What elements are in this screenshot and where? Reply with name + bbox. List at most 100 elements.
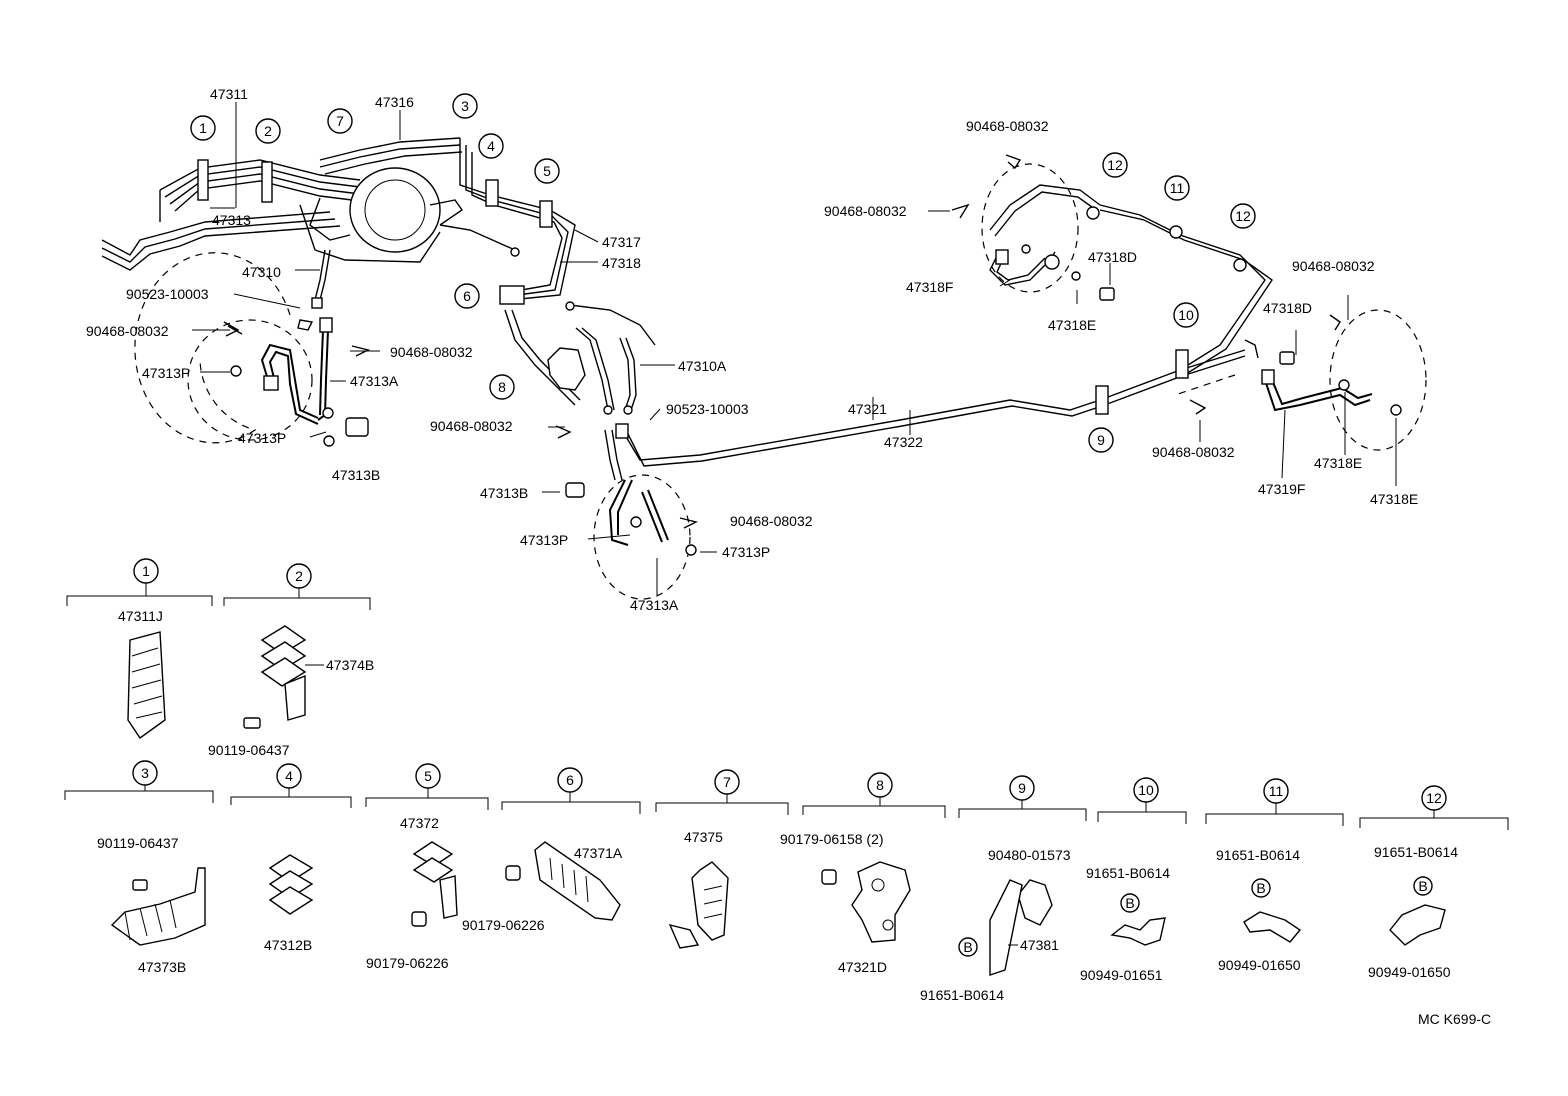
detail-2: 2 47374B 90119-06437 (208, 563, 374, 758)
detail-8: 8 90179-06158 (2) 47321D (780, 772, 946, 975)
detail-5-part-90179-06226: 90179-06226 (366, 955, 449, 971)
center-brake-lines (604, 204, 1273, 481)
callout-12-b: 12 (1230, 203, 1256, 229)
part-label-47318: 47318 (602, 255, 641, 271)
part-label-47313B-a: 47313B (332, 467, 380, 483)
svg-text:2: 2 (295, 568, 303, 584)
detail-11: 11 91651-B0614 B 90949-01650 (1205, 778, 1344, 973)
detail-5: 5 47372 90179-06226 (365, 763, 489, 971)
detail-4: 4 47312B (230, 763, 352, 953)
part-label-47316: 47316 (375, 94, 414, 110)
detail-8-part-47321D: 47321D (838, 959, 887, 975)
detail-11-part-91651-B0614: 91651-B0614 (1216, 847, 1300, 863)
svg-text:11: 11 (1269, 783, 1284, 799)
part-label-90468-front-mid: 90468-08032 (390, 344, 473, 360)
rear-lower-hose-assembly (1174, 309, 1427, 451)
detail-views: 1 47311J 2 47374B 90119-06437 3 90119-06… (64, 558, 1509, 1003)
detail-5-part-47372: 47372 (400, 815, 439, 831)
svg-text:9: 9 (1018, 780, 1026, 796)
part-label-47322: 47322 (884, 434, 923, 450)
part-label-90468-rear-left: 90468-08032 (824, 203, 907, 219)
part-labels: 47311 47316 47313 47310 47317 47318 4731… (86, 86, 1418, 613)
svg-text:12: 12 (1426, 790, 1442, 806)
callout-circles: 1 2 7 3 4 5 6 8 9 10 11 12 12 (190, 93, 1256, 453)
front-right-hose-assembly (555, 423, 699, 600)
part-label-47318D-a: 47318D (1088, 249, 1137, 265)
svg-text:8: 8 (498, 379, 506, 395)
callout-11: 11 (1164, 175, 1190, 201)
detail-10-part-90949-01651: 90949-01651 (1080, 967, 1163, 983)
part-label-47313P-c: 47313P (520, 532, 568, 548)
part-label-90468-rear-right: 90468-08032 (1292, 258, 1375, 274)
detail-10: 10 91651-B0614 B 90949-01651 (1080, 777, 1187, 983)
part-label-47319F: 47319F (1258, 481, 1305, 497)
part-label-47313P-d: 47313P (722, 544, 770, 560)
detail-11-bolt-marker-b: B (1256, 880, 1265, 896)
callout-3: 3 (452, 93, 478, 119)
detail-3-part-90119-06437: 90119-06437 (97, 835, 179, 851)
part-label-90468-front-right: 90468-08032 (730, 513, 813, 529)
part-label-47313A-a: 47313A (350, 373, 399, 389)
part-label-47318D-b: 47318D (1263, 300, 1312, 316)
part-label-47313B-b: 47313B (480, 485, 528, 501)
svg-text:2: 2 (264, 123, 272, 139)
part-label-90468-center: 90468-08032 (430, 418, 513, 434)
detail-11-part-90949-01650: 90949-01650 (1218, 957, 1301, 973)
svg-text:10: 10 (1178, 307, 1194, 323)
detail-3-part-47373B: 47373B (138, 959, 186, 975)
rear-upper-hose-assembly (951, 154, 1247, 301)
svg-text:5: 5 (424, 768, 432, 784)
part-label-47313A-b: 47313A (630, 597, 679, 613)
detail-2-part-47374B: 47374B (326, 657, 374, 673)
front-left-hose-assembly (134, 249, 371, 447)
part-label-47311: 47311 (210, 86, 248, 102)
part-label-47310: 47310 (242, 264, 281, 280)
svg-text:4: 4 (487, 138, 495, 154)
callout-9: 9 (1088, 427, 1114, 453)
svg-text:6: 6 (463, 288, 471, 304)
detail-6: 6 47371A 90179-06226 (462, 767, 641, 933)
part-label-90468-rear-bottom: 90468-08032 (1152, 444, 1235, 460)
svg-text:7: 7 (723, 774, 731, 790)
callout-10: 10 (1173, 302, 1199, 328)
detail-10-bolt-marker-b: B (1125, 895, 1134, 911)
callout-5: 5 (534, 158, 560, 184)
svg-text:12: 12 (1235, 208, 1251, 224)
detail-9-part-90480-01573: 90480-01573 (988, 847, 1071, 863)
drawing-code: MC K699-C (1418, 1011, 1491, 1027)
part-label-47313P-b: 47313P (238, 430, 286, 446)
part-label-90523-front: 90523-10003 (126, 286, 209, 302)
part-label-47318E-c: 47318E (1370, 491, 1418, 507)
detail-6-part-90179-06226: 90179-06226 (462, 917, 545, 933)
part-label-47310A: 47310A (678, 358, 727, 374)
svg-text:9: 9 (1097, 432, 1105, 448)
svg-text:1: 1 (199, 120, 207, 136)
detail-12-part-90949-01650: 90949-01650 (1368, 964, 1451, 980)
front-brake-tube-bundle (101, 137, 576, 305)
part-label-90523-center: 90523-10003 (666, 401, 749, 417)
callout-2: 2 (255, 118, 281, 144)
svg-text:5: 5 (543, 163, 551, 179)
detail-9-part-91651-B0614: 91651-B0614 (920, 987, 1004, 1003)
svg-text:6: 6 (566, 772, 574, 788)
detail-9-bolt-marker-b: B (963, 939, 972, 955)
svg-text:3: 3 (141, 765, 149, 781)
part-label-47318E-a: 47318E (1048, 317, 1096, 333)
svg-text:8: 8 (876, 777, 884, 793)
leader-lines (192, 102, 1397, 595)
part-label-47313P-a: 47313P (142, 365, 190, 381)
proportioning-valve (504, 301, 656, 415)
brake-booster (299, 167, 520, 263)
detail-9-part-47381: 47381 (1020, 937, 1059, 953)
part-label-47317: 47317 (602, 234, 641, 250)
detail-4-part-47312B: 47312B (264, 937, 312, 953)
detail-7-part-47375: 47375 (684, 829, 723, 845)
callout-12-a: 12 (1102, 152, 1128, 178)
detail-3: 3 90119-06437 47373B (64, 760, 214, 975)
part-label-47318F: 47318F (906, 279, 953, 295)
callout-7: 7 (327, 108, 353, 134)
part-label-90468-front-left: 90468-08032 (86, 323, 169, 339)
detail-12-part-91651-B0614: 91651-B0614 (1374, 844, 1458, 860)
part-label-47313: 47313 (212, 212, 251, 228)
